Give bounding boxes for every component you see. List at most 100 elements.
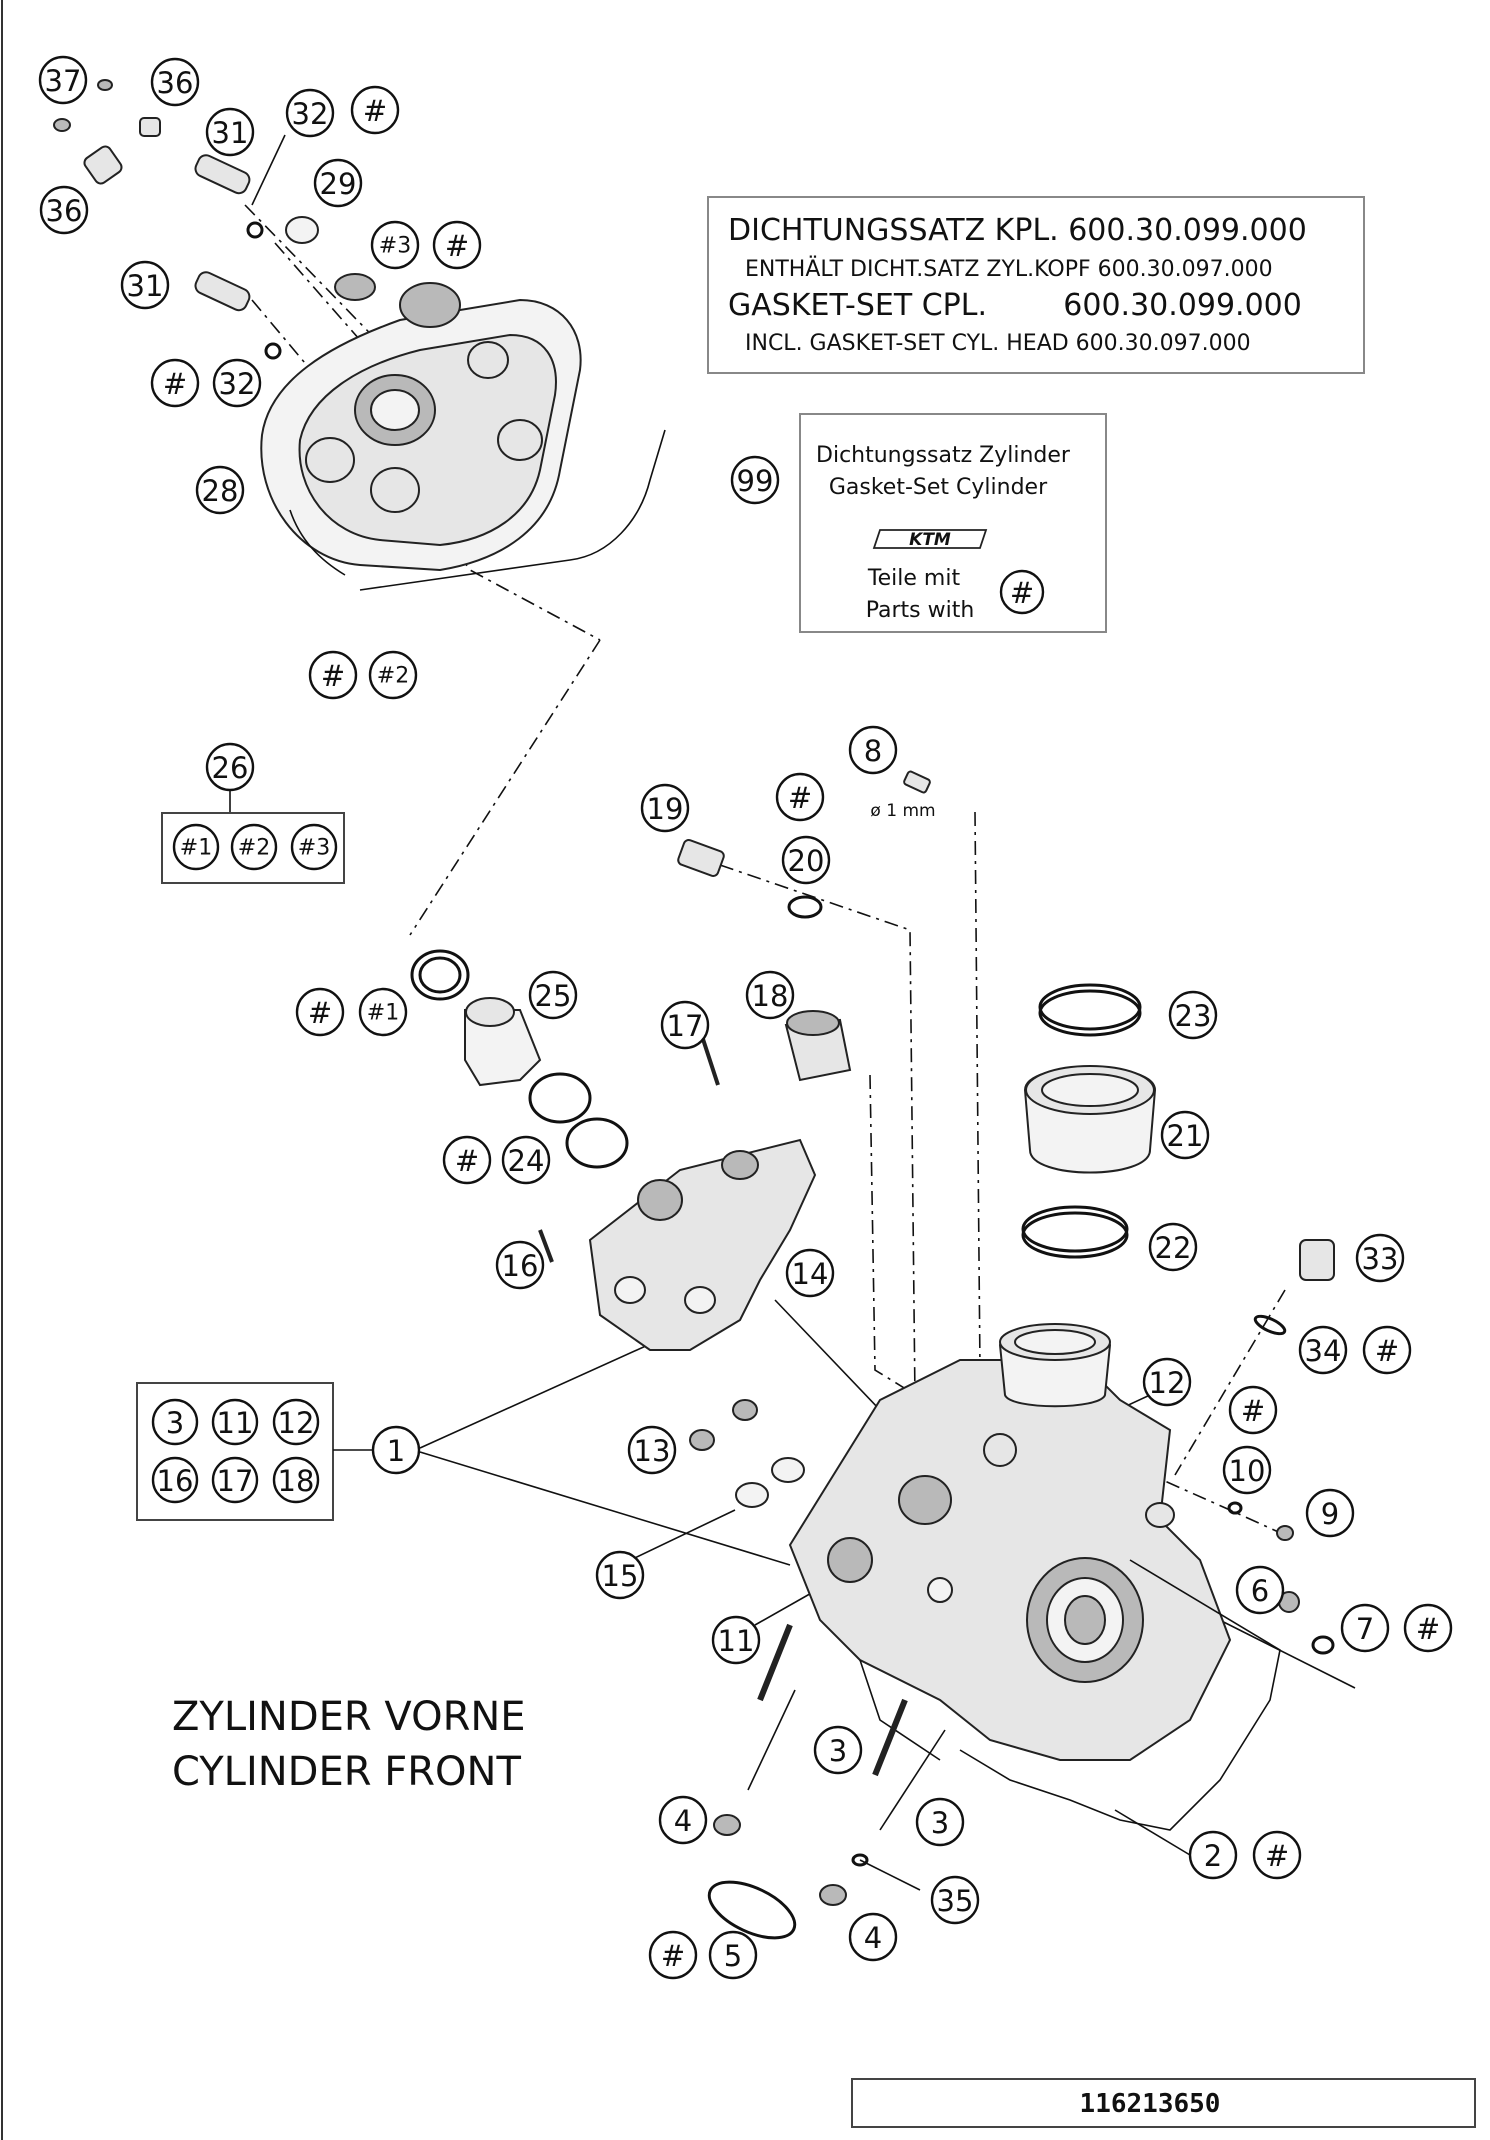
svg-text:11: 11 bbox=[217, 1406, 254, 1440]
svg-text:18: 18 bbox=[752, 979, 789, 1013]
gasket-set-line4: Parts with bbox=[866, 598, 975, 623]
callout-15: 15 bbox=[595, 1550, 645, 1600]
svg-text:32: 32 bbox=[219, 367, 256, 401]
svg-text:#: # bbox=[1416, 1612, 1440, 1646]
callout-16: 16 bbox=[495, 1240, 545, 1290]
callout-5: 5 bbox=[708, 1930, 758, 1980]
callout-hash3: #3 bbox=[370, 220, 420, 270]
small-bolts-top bbox=[53, 79, 376, 360]
svg-text:23: 23 bbox=[1175, 999, 1212, 1033]
svg-text:8: 8 bbox=[864, 734, 882, 768]
svg-text:16: 16 bbox=[502, 1249, 539, 1283]
gasket-info-box bbox=[707, 196, 1365, 374]
callout-hash: # bbox=[308, 650, 358, 700]
caption-line1: ZYLINDER VORNE bbox=[172, 1694, 526, 1740]
svg-text:18: 18 bbox=[278, 1464, 315, 1498]
svg-text:#: # bbox=[1241, 1394, 1265, 1428]
reference-number: 116213650 bbox=[1080, 2089, 1221, 2119]
gasket-info-line4: INCL. GASKET-SET CYL. HEAD 600.30.097.00… bbox=[745, 331, 1251, 356]
gasket-set-line2: Gasket-Set Cylinder bbox=[829, 475, 1048, 500]
svg-text:#2: #2 bbox=[377, 664, 409, 689]
svg-text:7: 7 bbox=[1356, 1612, 1374, 1646]
svg-text:2: 2 bbox=[1204, 1839, 1222, 1873]
callout-36: 36 bbox=[150, 57, 200, 107]
svg-text:#: # bbox=[1265, 1839, 1289, 1873]
svg-text:#1: #1 bbox=[367, 1001, 399, 1026]
callout-hash: # bbox=[1362, 1325, 1412, 1375]
svg-text:36: 36 bbox=[46, 194, 83, 228]
gasket-set-line1: Dichtungssatz Zylinder bbox=[816, 443, 1071, 468]
svg-text:99: 99 bbox=[737, 464, 774, 498]
svg-text:10: 10 bbox=[1229, 1454, 1266, 1488]
callout-hash: # bbox=[648, 1930, 698, 1980]
svg-text:1: 1 bbox=[387, 1434, 405, 1468]
svg-text:#: # bbox=[363, 94, 387, 128]
gasket-set-cylinder-box bbox=[799, 413, 1107, 633]
callout-hash: # bbox=[432, 220, 482, 270]
studs-and-washers bbox=[689, 1239, 1335, 1940]
svg-text:#: # bbox=[445, 229, 469, 263]
callout-31: 31 bbox=[205, 107, 255, 157]
gasket-info-line2: ENTHÄLT DICHT.SATZ ZYL.KOPF 600.30.097.0… bbox=[745, 256, 1273, 282]
callout-37: 37 bbox=[38, 55, 88, 105]
svg-text:15: 15 bbox=[602, 1559, 639, 1593]
svg-text:25: 25 bbox=[535, 979, 572, 1013]
callout-32: 32 bbox=[212, 358, 262, 408]
callout-hash2: #2 bbox=[368, 650, 418, 700]
callout-24: 24 bbox=[501, 1135, 551, 1185]
callout-29: 29 bbox=[313, 158, 363, 208]
svg-text:17: 17 bbox=[667, 1009, 704, 1043]
callout-hash: # bbox=[442, 1135, 492, 1185]
svg-text:3: 3 bbox=[166, 1406, 184, 1440]
callout-hash: # bbox=[150, 358, 200, 408]
callout-25: 25 bbox=[528, 970, 578, 1020]
svg-text:31: 31 bbox=[212, 116, 249, 150]
svg-text:#: # bbox=[788, 781, 812, 815]
callout-3: 3 bbox=[915, 1797, 965, 1847]
callout-31: 31 bbox=[120, 260, 170, 310]
ktm-logo: KTM bbox=[872, 529, 988, 550]
svg-text:12: 12 bbox=[1149, 1366, 1186, 1400]
callout-3: 3 bbox=[813, 1725, 863, 1775]
valve-cover bbox=[260, 282, 666, 591]
svg-text:#: # bbox=[1010, 576, 1034, 610]
callout-10: 10 bbox=[1222, 1445, 1272, 1495]
callout-18: 18 bbox=[745, 970, 795, 1020]
callout-hash: # bbox=[295, 987, 345, 1037]
svg-text:34: 34 bbox=[1305, 1334, 1342, 1368]
callout-hash: # bbox=[1403, 1603, 1453, 1653]
caption-line2: CYLINDER FRONT bbox=[172, 1749, 521, 1795]
camshaft-carrier bbox=[538, 1029, 817, 1351]
svg-text:3: 3 bbox=[931, 1806, 949, 1840]
callout-32: 32 bbox=[285, 88, 335, 138]
gasket-set-callout: 99 bbox=[730, 455, 780, 505]
svg-text:#1: #1 bbox=[180, 836, 212, 861]
callout-4: 4 bbox=[658, 1795, 708, 1845]
svg-text:22: 22 bbox=[1155, 1231, 1192, 1265]
svg-text:33: 33 bbox=[1362, 1242, 1399, 1276]
svg-text:28: 28 bbox=[202, 474, 239, 508]
group-1: 3 11 12 16 17 18 1 bbox=[136, 1382, 421, 1521]
svg-text:3: 3 bbox=[829, 1734, 847, 1768]
svg-text:6: 6 bbox=[1251, 1574, 1269, 1608]
diameter-note: ø 1 mm bbox=[870, 801, 935, 821]
gasket-info-line3: GASKET-SET CPL. 600.30.099.000 bbox=[728, 288, 1302, 323]
callout-4: 4 bbox=[848, 1912, 898, 1962]
svg-text:29: 29 bbox=[320, 167, 357, 201]
callout-28: 28 bbox=[195, 465, 245, 515]
svg-text:#: # bbox=[661, 1939, 685, 1973]
svg-text:#: # bbox=[455, 1144, 479, 1178]
svg-text:21: 21 bbox=[1167, 1119, 1204, 1153]
svg-text:24: 24 bbox=[508, 1144, 545, 1178]
svg-text:9: 9 bbox=[1321, 1497, 1339, 1531]
svg-text:32: 32 bbox=[292, 97, 329, 131]
injector-parts bbox=[677, 770, 931, 1082]
svg-text:20: 20 bbox=[788, 844, 825, 878]
callout-23: 23 bbox=[1168, 990, 1218, 1040]
svg-text:KTM: KTM bbox=[909, 530, 951, 550]
svg-text:31: 31 bbox=[127, 269, 164, 303]
callout-hash1: #1 bbox=[358, 987, 408, 1037]
svg-text:37: 37 bbox=[45, 64, 82, 98]
